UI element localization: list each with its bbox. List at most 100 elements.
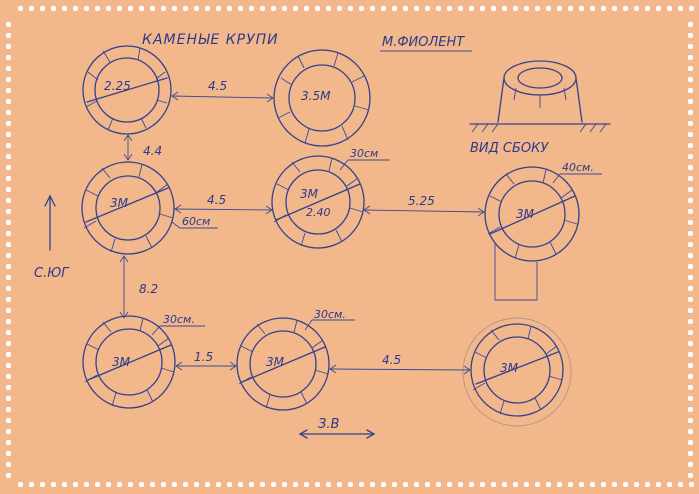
perforation-hole	[260, 6, 265, 11]
perforation-hole	[688, 110, 693, 115]
perforation-hole	[414, 6, 419, 11]
ring-r7-label: 3М	[266, 355, 285, 369]
perforation-hole	[645, 6, 650, 11]
perforation-hole	[502, 6, 507, 11]
perforation-hole	[502, 482, 507, 487]
perforation-hole	[139, 6, 144, 11]
perforation-hole	[436, 6, 441, 11]
perforation-hole	[688, 209, 693, 214]
perforation-hole	[326, 482, 331, 487]
perforation-hole	[337, 6, 342, 11]
perforation-hole	[688, 275, 693, 280]
perforation-hole	[579, 6, 584, 11]
perforation-hole	[688, 198, 693, 203]
compass-label: С.ЮГ	[34, 266, 70, 281]
perforation-hole	[688, 165, 693, 170]
perforation-hole	[688, 264, 693, 269]
perforation-hole	[6, 374, 11, 379]
perforation-hole	[688, 451, 693, 456]
perforation-hole	[6, 462, 11, 467]
ring-r8-label: 3М	[500, 361, 519, 375]
perforation-hole	[6, 363, 11, 368]
perforation-hole	[128, 6, 133, 11]
perforation-hole	[623, 482, 628, 487]
perforation-hole	[6, 242, 11, 247]
thickness-r5: 40см.	[562, 161, 594, 174]
perforation-hole	[6, 264, 11, 269]
perforation-hole	[370, 482, 375, 487]
perforation-hole	[392, 482, 397, 487]
ring-r6	[82, 315, 176, 409]
perforation-hole	[6, 341, 11, 346]
perforation-hole	[6, 297, 11, 302]
perforation-hole	[29, 482, 34, 487]
perforation-hole	[513, 482, 518, 487]
distance-r4-r5: 5.25	[408, 194, 435, 208]
perforation-hole	[458, 482, 463, 487]
perforation-hole	[216, 6, 221, 11]
perforation-hole	[183, 482, 188, 487]
perforation-hole	[128, 482, 133, 487]
perforation-hole	[688, 308, 693, 313]
perforation-hole	[6, 396, 11, 401]
perforation-hole	[688, 330, 693, 335]
perforation-hole	[414, 482, 419, 487]
ring-r4	[271, 155, 365, 249]
perforation-hole	[601, 482, 606, 487]
perforation-hole	[293, 6, 298, 11]
perforation-hole	[227, 482, 232, 487]
perforation-hole	[6, 22, 11, 27]
perforation-hole	[370, 6, 375, 11]
perforation-hole	[688, 374, 693, 379]
perforation-hole	[6, 143, 11, 148]
perforation-hole	[6, 187, 11, 192]
distance-r6-r7: 1.5	[194, 350, 213, 364]
diagram-title: КАМЕНЫЕ КРУПИ	[142, 32, 279, 48]
perforation-hole	[688, 55, 693, 60]
perforation-hole	[524, 482, 529, 487]
perforation-hole	[688, 66, 693, 71]
perforation-bottom	[18, 482, 694, 487]
perforation-hole	[6, 253, 11, 258]
perforation-hole	[436, 482, 441, 487]
perforation-hole	[612, 482, 617, 487]
perforation-hole	[40, 6, 45, 11]
perforation-hole	[425, 482, 430, 487]
distance-arrows	[119, 91, 485, 375]
location-label: М.ФИОЛЕНТ	[382, 35, 465, 50]
perforation-hole	[480, 482, 485, 487]
perforation-hole	[6, 308, 11, 313]
thickness-r6: 30см.	[163, 313, 195, 326]
perforation-hole	[6, 385, 11, 390]
perforation-hole	[688, 319, 693, 324]
perforation-hole	[688, 253, 693, 258]
ring-r2-label: 3.5М	[301, 89, 331, 103]
perforation-hole	[667, 482, 672, 487]
perforation-hole	[304, 482, 309, 487]
perforation-hole	[205, 6, 210, 11]
perforation-hole	[161, 482, 166, 487]
perforation-hole	[238, 6, 243, 11]
perforation-hole	[392, 6, 397, 11]
perforation-hole	[546, 6, 551, 11]
perforation-hole	[6, 121, 11, 126]
perforation-hole	[688, 33, 693, 38]
perforation-hole	[6, 198, 11, 203]
perforation-hole	[568, 482, 573, 487]
perforation-hole	[249, 6, 254, 11]
perforation-hole	[634, 6, 639, 11]
perforation-hole	[6, 66, 11, 71]
thickness-r3: 60см	[182, 215, 210, 228]
perforation-hole	[403, 6, 408, 11]
perforation-hole	[6, 44, 11, 49]
thickness-r4: 30см	[350, 147, 378, 160]
perforation-hole	[513, 6, 518, 11]
perforation-hole	[95, 482, 100, 487]
east-west-arrow	[298, 429, 376, 439]
ring-r3-label: 3М	[110, 196, 129, 210]
perforation-hole	[6, 330, 11, 335]
perforation-hole	[381, 6, 386, 11]
perforation-hole	[6, 110, 11, 115]
perforation-hole	[688, 242, 693, 247]
side-view-sketch	[469, 60, 611, 133]
